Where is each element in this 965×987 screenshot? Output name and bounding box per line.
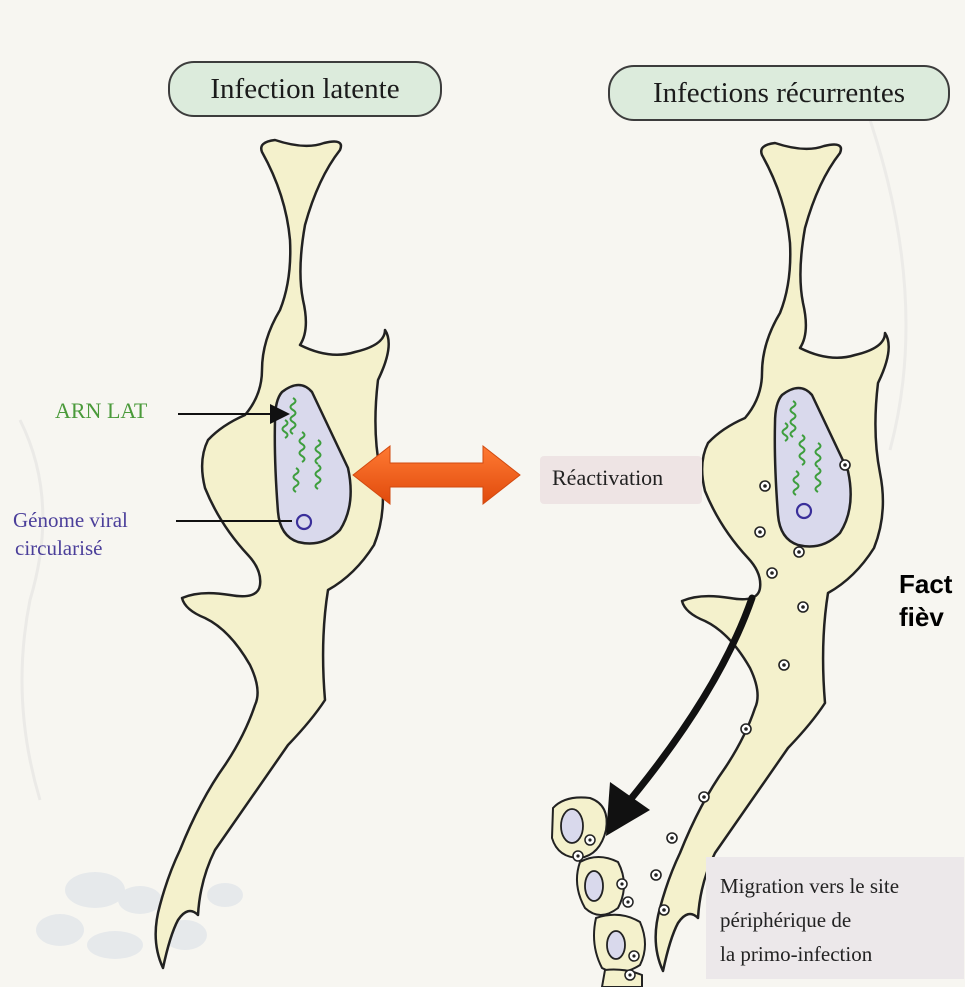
label-migration-line3: la primo-infection (720, 937, 960, 971)
neuron-latent (156, 140, 389, 968)
label-facteur-line2: fièv (899, 601, 952, 634)
label-facteurs-truncated: Fact fièv (899, 568, 952, 634)
label-genome-line2: circularisé (13, 534, 128, 562)
label-genome-line1: Génome viral (13, 506, 128, 534)
epithelial-cells (552, 797, 645, 987)
label-reactivation: Réactivation (552, 465, 663, 491)
label-facteur-line1: Fact (899, 568, 952, 601)
label-arn-lat: ARN LAT (55, 398, 147, 424)
label-migration: Migration vers le site périphérique de l… (720, 869, 960, 971)
neuron-recurrent-body (656, 143, 889, 971)
label-migration-line2: périphérique de (720, 903, 960, 937)
neuron-recurrent (651, 143, 889, 971)
title-infection-latente: Infection latente (168, 61, 442, 117)
label-migration-line1: Migration vers le site (720, 869, 960, 903)
label-genome-viral: Génome viral circularisé (13, 506, 128, 562)
title-infections-recurrentes: Infections récurrentes (608, 65, 950, 121)
migration-arrow-head (606, 782, 650, 836)
neuron-latent-body (156, 140, 389, 968)
